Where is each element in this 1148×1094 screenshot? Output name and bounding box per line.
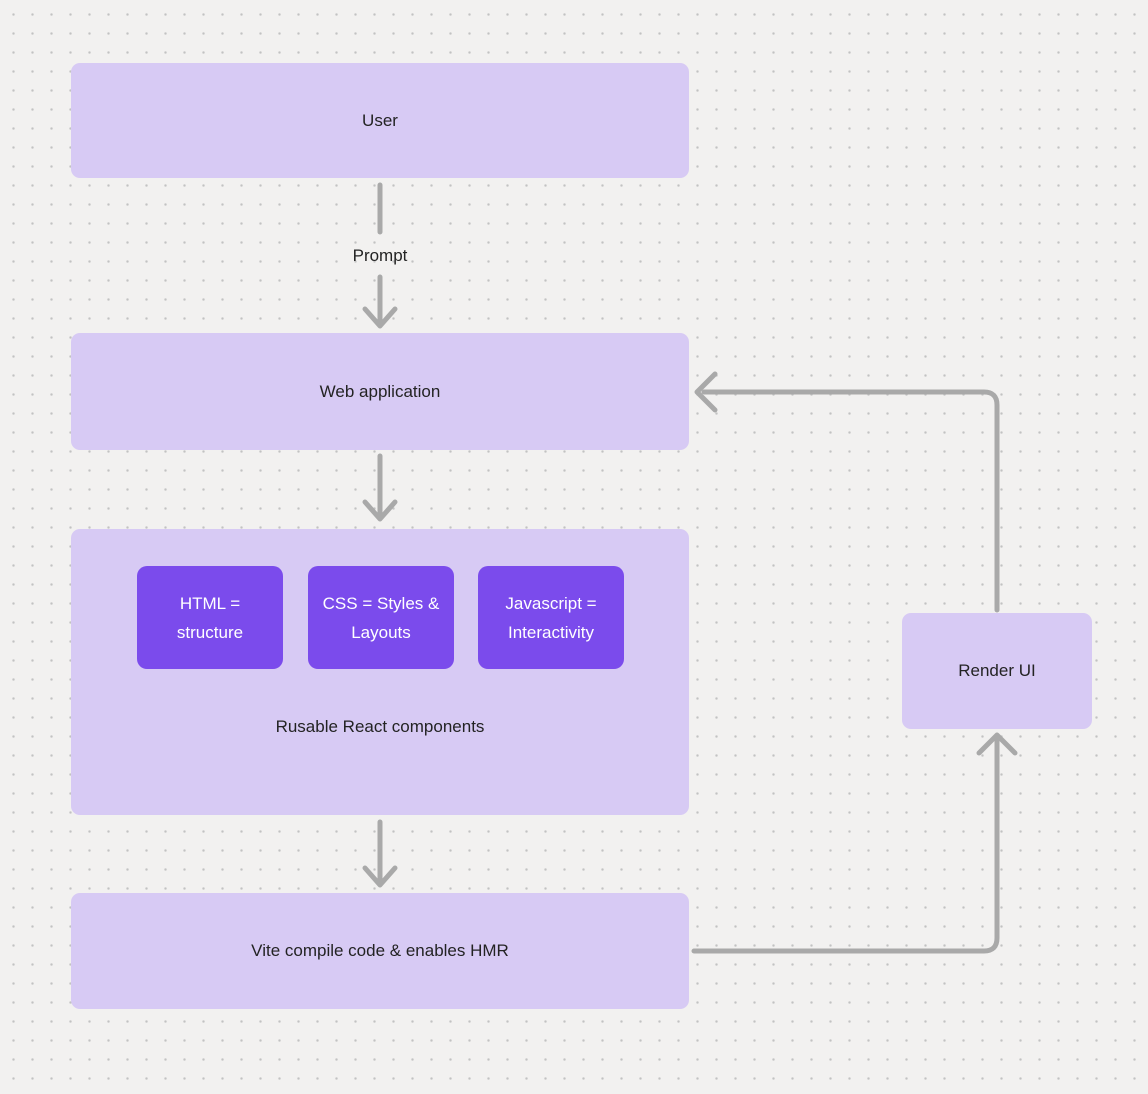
components-container-label: Rusable React components [275, 717, 485, 736]
arrow-renderui-to-webapp-line [701, 389, 1000, 613]
arrow-components-to-vite-head [362, 865, 398, 888]
node-user-label: User [362, 110, 398, 130]
node-render-ui: Render UI [902, 613, 1092, 729]
node-render-ui-label: Render UI [958, 661, 1036, 680]
edge-label-prompt: Prompt [352, 246, 408, 265]
node-vite-label: Vite compile code & enables HMR [251, 941, 509, 960]
chip-css-styles: CSS = Styles & Layouts [308, 566, 454, 669]
chip-html-structure: HTML = structure [137, 566, 283, 669]
node-user: User [71, 63, 689, 178]
arrow-webapp-to-components-head [362, 499, 398, 522]
node-web-application: Web application [71, 333, 689, 450]
node-vite: Vite compile code & enables HMR [71, 893, 689, 1009]
arrow-vite-to-renderui-head [976, 732, 1018, 756]
chip-javascript-interactivity: Javascript = Interactivity [478, 566, 624, 669]
arrow-vite-to-renderui-line [691, 737, 1000, 954]
arrow-prompt-to-webapp-head [362, 306, 398, 329]
node-components-container: HTML = structure CSS = Styles & Layouts … [71, 529, 689, 815]
node-web-application-label: Web application [319, 381, 441, 401]
arrow-renderui-to-webapp-head [694, 371, 718, 413]
